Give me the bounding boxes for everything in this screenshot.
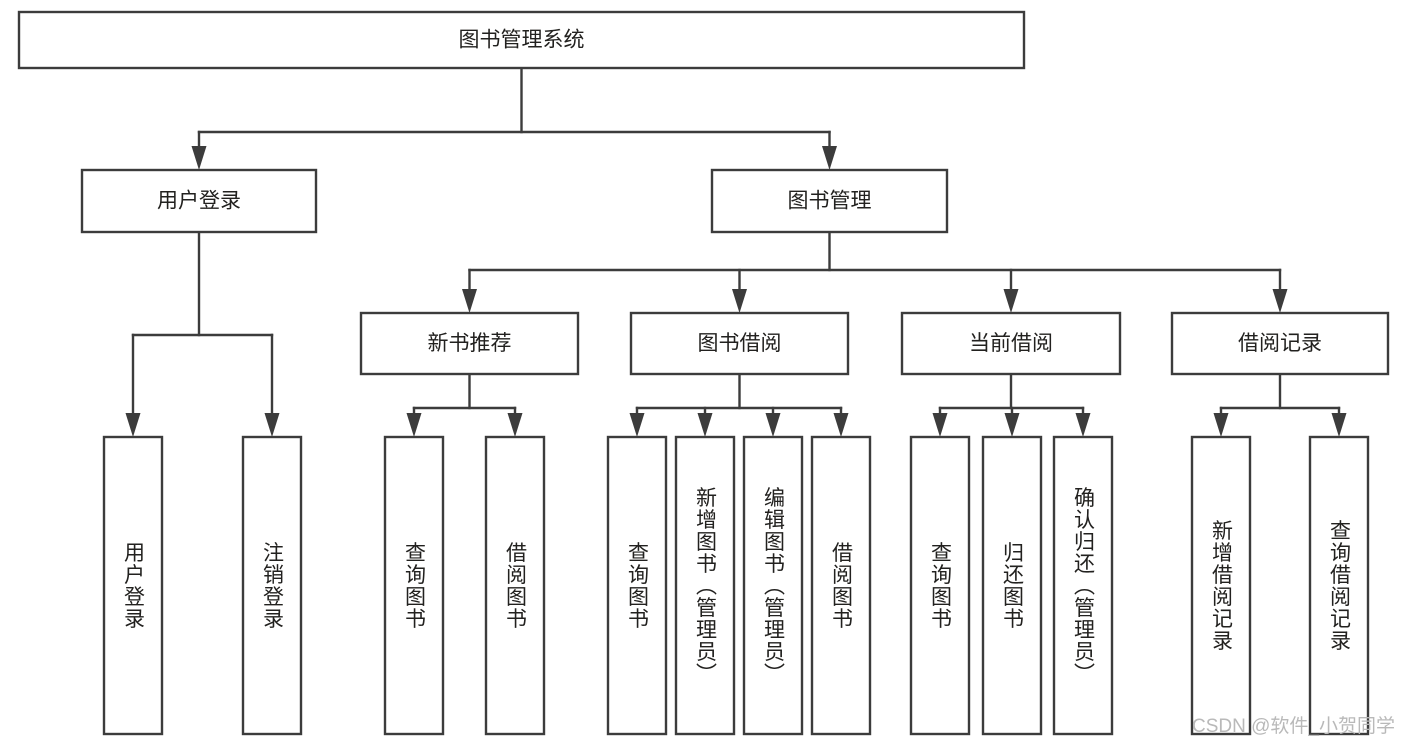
node-box [1052, 435, 1114, 736]
arrow-head-icon [822, 146, 837, 170]
node-root[interactable]: 图书管理系统 [17, 10, 1026, 70]
node-book-borrow[interactable]: 图书借阅 [629, 311, 850, 376]
arrow-head-icon [1075, 413, 1091, 437]
arrow-head-icon [1003, 289, 1019, 313]
node-label: 借阅记录 [1238, 332, 1322, 355]
connector-layer [125, 66, 1347, 437]
node-label: 归还图书 [1001, 542, 1025, 630]
node-leaf-query-book-borrow[interactable]: 查询图书 [606, 435, 668, 736]
node-label: 新增借阅记录 [1210, 520, 1234, 652]
arrow-head-icon [125, 413, 141, 437]
watermark-label: CSDN @软件_小贺同学 [1192, 715, 1395, 737]
node-box [1170, 311, 1390, 376]
node-label: 新书推荐 [428, 332, 512, 355]
arrow-head-icon [1331, 413, 1347, 437]
node-box [1190, 435, 1252, 736]
arrow-head-icon [732, 289, 747, 313]
node-label: 当前借阅 [969, 332, 1053, 355]
node-box [102, 435, 164, 736]
node-box [1308, 435, 1370, 736]
node-box [981, 435, 1043, 736]
arrow-head-icon [191, 146, 207, 170]
arrow-head-icon [507, 413, 523, 437]
node-leaf-confirm-return[interactable]: 确认归还（管理员） [1052, 435, 1114, 736]
node-box [629, 311, 850, 376]
node-label: 查询图书 [626, 542, 650, 630]
arrow-head-icon [932, 413, 948, 437]
node-box [810, 435, 872, 736]
node-label: 借阅图书 [830, 542, 854, 630]
node-box [710, 168, 949, 234]
node-box [241, 435, 303, 736]
node-leaf-user-login[interactable]: 用户登录 [102, 435, 164, 736]
node-label: 新增图书（管理员） [694, 487, 718, 685]
node-current-borrow[interactable]: 当前借阅 [900, 311, 1122, 376]
node-leaf-return-book[interactable]: 归还图书 [981, 435, 1043, 736]
arrow-head-icon [406, 413, 422, 437]
node-leaf-add-borrow-record[interactable]: 新增借阅记录 [1190, 435, 1252, 736]
node-label: 查询图书 [929, 542, 953, 630]
node-label: 注销登录 [261, 542, 285, 630]
node-box [359, 311, 580, 376]
node-box [606, 435, 668, 736]
node-label: 图书管理 [788, 190, 872, 213]
arrow-head-icon [697, 413, 713, 437]
node-leaf-borrow-book[interactable]: 借阅图书 [810, 435, 872, 736]
arrow-head-icon [833, 413, 849, 437]
arrow-head-icon [629, 413, 645, 437]
node-box [383, 435, 445, 736]
node-label: 借阅图书 [504, 542, 528, 630]
node-leaf-logout[interactable]: 注销登录 [241, 435, 303, 736]
node-label: 查询借阅记录 [1328, 520, 1352, 652]
node-leaf-borrow-book-recommend[interactable]: 借阅图书 [484, 435, 546, 736]
arrow-head-icon [462, 289, 477, 313]
node-leaf-add-book[interactable]: 新增图书（管理员） [674, 435, 736, 736]
node-leaf-query-book-current[interactable]: 查询图书 [909, 435, 971, 736]
node-user-login[interactable]: 用户登录 [80, 168, 318, 234]
arrow-head-icon [1004, 413, 1020, 437]
node-box [900, 311, 1122, 376]
node-label: 图书管理系统 [459, 29, 585, 52]
node-label: 确认归还（管理员） [1072, 487, 1096, 685]
node-box [742, 435, 804, 736]
node-leaf-query-borrow-record[interactable]: 查询借阅记录 [1308, 435, 1370, 736]
arrow-head-icon [1213, 413, 1229, 437]
arrow-head-icon [1272, 289, 1288, 313]
node-label: 编辑图书（管理员） [762, 487, 786, 685]
node-new-book-recommend[interactable]: 新书推荐 [359, 311, 580, 376]
node-box [674, 435, 736, 736]
node-box [17, 10, 1026, 70]
node-label: 用户登录 [157, 190, 241, 213]
node-borrow-records[interactable]: 借阅记录 [1170, 311, 1390, 376]
arrow-head-icon [264, 413, 280, 437]
arrow-head-icon [765, 413, 781, 437]
node-leaf-edit-book[interactable]: 编辑图书（管理员） [742, 435, 804, 736]
node-box [909, 435, 971, 736]
node-book-management[interactable]: 图书管理 [710, 168, 949, 234]
node-box [484, 435, 546, 736]
node-box [80, 168, 318, 234]
node-label: 图书借阅 [698, 332, 782, 355]
node-layer: 图书管理系统用户登录图书管理新书推荐图书借阅当前借阅借阅记录用户登录注销登录查询… [17, 10, 1390, 736]
node-label: 用户登录 [122, 542, 146, 630]
node-leaf-query-book-recommend[interactable]: 查询图书 [383, 435, 445, 736]
node-label: 查询图书 [403, 542, 427, 630]
